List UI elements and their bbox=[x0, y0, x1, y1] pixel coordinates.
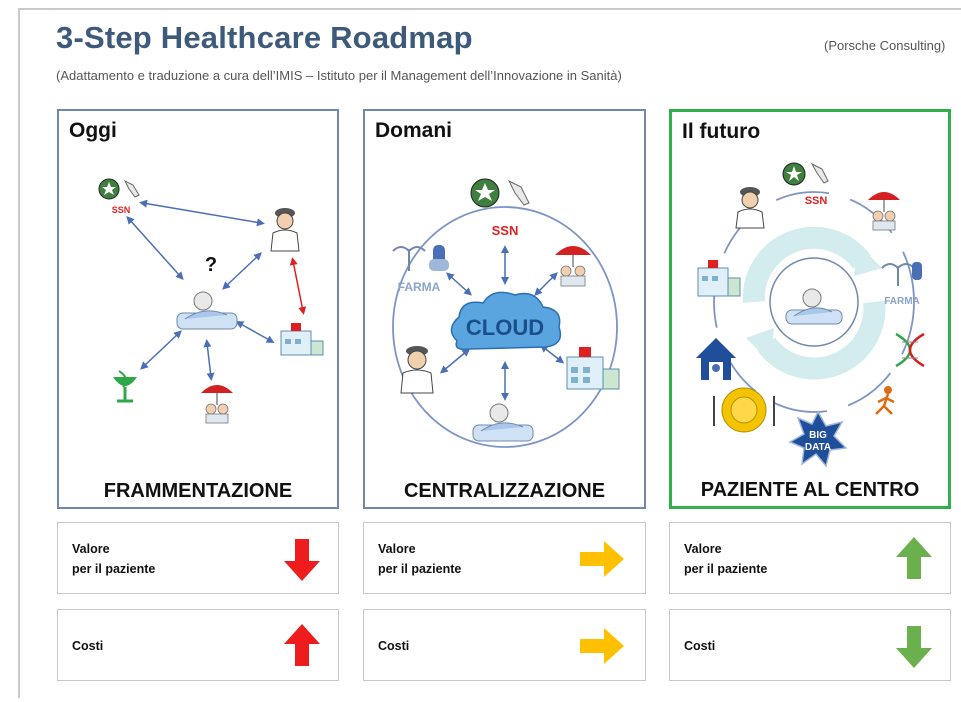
patient-icon bbox=[176, 291, 238, 330]
dna-icon bbox=[895, 332, 925, 368]
doctor-icon bbox=[400, 346, 434, 394]
panel-title-domani: Domani bbox=[375, 119, 453, 142]
ssn-label: SSN bbox=[805, 195, 828, 207]
metric-label-line2: per il paziente bbox=[72, 562, 156, 576]
runner-icon bbox=[875, 386, 895, 415]
ssn-emblem-icon: SSN bbox=[470, 178, 530, 238]
metric-label-costi: Costi bbox=[684, 639, 716, 653]
trend-arrow-down-icon bbox=[896, 626, 932, 668]
page-subtitle: (Adattamento e traduzione a cura dell’IM… bbox=[56, 68, 622, 83]
farma-label: FARMA bbox=[398, 280, 441, 294]
metric-costi-domani: Costi bbox=[363, 609, 646, 681]
farma-icon: FARMA bbox=[881, 262, 922, 307]
metric-label-line1: Valore bbox=[684, 542, 722, 556]
hospital-icon bbox=[697, 260, 741, 297]
farma-label: FARMA bbox=[884, 296, 920, 307]
doctor-icon bbox=[270, 208, 300, 252]
insurance-umbrella-icon bbox=[201, 385, 233, 424]
panel-title-futuro: Il futuro bbox=[682, 120, 761, 143]
nutrition-plate-icon bbox=[713, 387, 775, 433]
patient-icon bbox=[472, 403, 534, 442]
trend-arrow-right-icon bbox=[580, 541, 624, 577]
big-data-icon: BIG DATA bbox=[788, 410, 848, 468]
big-data-label-1: BIG bbox=[809, 430, 827, 441]
connector-arrows bbox=[126, 199, 307, 381]
metric-valore-futuro: Valore per il paziente bbox=[669, 522, 951, 594]
cycle-arrows-icon bbox=[742, 226, 886, 380]
panel-oggi: Oggi SSN bbox=[57, 109, 339, 509]
metric-valore-oggi: Valore per il paziente bbox=[57, 522, 339, 594]
cloud-icon: CLOUD bbox=[450, 291, 562, 351]
metric-label-costi: Costi bbox=[72, 639, 104, 653]
panel-title-oggi: Oggi bbox=[69, 119, 117, 142]
slide-border-left bbox=[18, 8, 20, 698]
diagram-oggi: SSN ? bbox=[98, 178, 324, 424]
metric-label-line2: per il paziente bbox=[684, 562, 768, 576]
connector-arrows bbox=[439, 245, 565, 401]
insurance-umbrella-icon bbox=[555, 246, 591, 287]
metric-label-costi: Costi bbox=[378, 639, 410, 653]
hospital-icon bbox=[280, 323, 324, 356]
farma-icon: FARMA bbox=[392, 245, 449, 294]
diagram-futuro: SSN FARMA bbox=[696, 162, 925, 468]
panel-footer-futuro: PAZIENTE AL CENTRO bbox=[700, 479, 920, 501]
metric-label-line1: Valore bbox=[378, 542, 416, 556]
ssn-label: SSN bbox=[492, 223, 519, 238]
panel-futuro: Il futuro SSN bbox=[669, 109, 951, 509]
cloud-label: CLOUD bbox=[466, 315, 544, 340]
trend-arrow-up-icon bbox=[284, 624, 320, 666]
metric-label-line1: Valore bbox=[72, 542, 110, 556]
trend-arrow-up-icon bbox=[896, 537, 932, 579]
metric-valore-domani: Valore per il paziente bbox=[363, 522, 646, 594]
network-ring bbox=[713, 191, 915, 413]
metric-costi-futuro: Costi bbox=[669, 609, 951, 681]
diagram-domani: SSN FARMA CLOUD bbox=[392, 178, 620, 448]
source-credit: (Porsche Consulting) bbox=[824, 38, 946, 53]
pharmacy-icon bbox=[113, 370, 137, 403]
hospital-icon bbox=[566, 347, 620, 390]
slide-border bbox=[18, 8, 961, 10]
insurance-umbrella-icon bbox=[868, 192, 900, 231]
panel-footer-domani: CENTRALIZZAZIONE bbox=[403, 480, 606, 502]
trend-arrow-right-icon bbox=[580, 628, 624, 664]
panel-footer-oggi: FRAMMENTAZIONE bbox=[103, 480, 293, 502]
home-icon bbox=[696, 338, 736, 380]
big-data-label-2: DATA bbox=[805, 442, 831, 453]
panel-domani: Domani SSN FARMA bbox=[363, 109, 646, 509]
metric-label-line2: per il paziente bbox=[378, 562, 462, 576]
page-title: 3-Step Healthcare Roadmap bbox=[56, 20, 473, 55]
ssn-emblem-icon: SSN bbox=[98, 178, 140, 215]
question-mark: ? bbox=[205, 254, 217, 276]
doctor-icon bbox=[735, 187, 765, 229]
ssn-label: SSN bbox=[112, 205, 131, 215]
network-ring bbox=[392, 206, 618, 448]
patient-icon bbox=[785, 288, 843, 325]
metric-costi-oggi: Costi bbox=[57, 609, 339, 681]
trend-arrow-down-icon bbox=[284, 539, 320, 581]
ssn-emblem-icon: SSN bbox=[782, 162, 829, 207]
